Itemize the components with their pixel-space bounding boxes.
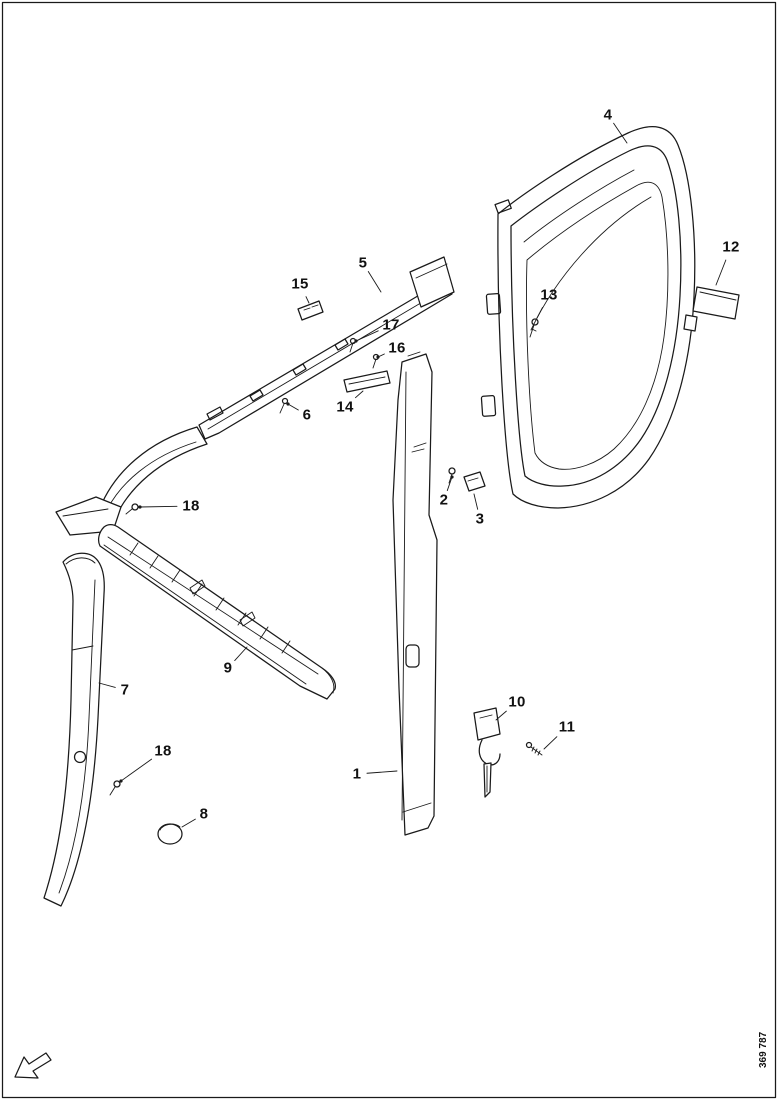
clip-3-part	[463, 471, 486, 492]
leader-line-2	[446, 476, 453, 492]
roof-rail-trim-part	[198, 256, 455, 440]
trim-end-cap	[206, 406, 224, 421]
pillar-slot	[405, 644, 420, 668]
sill-trim-part	[98, 524, 337, 700]
leader-dot-6	[286, 402, 290, 406]
leader-line-9	[234, 646, 248, 662]
leader-line-5	[367, 271, 382, 293]
frame-corner-tab	[494, 199, 512, 214]
trim-hole	[73, 750, 87, 764]
leader-line-7	[98, 682, 116, 688]
leader-line-8	[181, 818, 196, 828]
screw-6-part	[279, 397, 289, 414]
frame-clip-tab	[480, 395, 497, 417]
leader-line-14	[355, 390, 364, 399]
leader-dot-16	[376, 355, 380, 359]
b-pillar-trim-part	[392, 351, 438, 836]
leader-line-12	[715, 259, 727, 286]
trim-end-plate	[409, 256, 455, 308]
leader-line-18	[139, 505, 178, 508]
cap-8-part	[157, 823, 183, 845]
leader-line-10	[495, 710, 507, 721]
frame-clip-tab	[485, 293, 502, 315]
leader-line-13	[536, 306, 543, 319]
corner-cap-part	[55, 496, 122, 536]
leader-line-4	[613, 122, 628, 144]
screw-18b-part	[109, 780, 121, 796]
trim-clip	[249, 389, 264, 402]
screw-18a-part	[125, 503, 139, 515]
trim-clip	[334, 338, 349, 351]
leader-line-17	[355, 330, 379, 342]
leader-line-1	[366, 770, 398, 774]
molding-12-part	[683, 286, 740, 332]
belt-guide-part	[473, 707, 501, 798]
leader-line-3	[473, 493, 479, 510]
direction-arrow-icon	[14, 1052, 52, 1079]
leader-line-15	[305, 296, 310, 304]
rear-window-frame-part	[480, 126, 696, 509]
bracket-14-part	[343, 370, 391, 393]
screw-11-part	[525, 741, 543, 756]
trim-clip	[292, 363, 307, 376]
part-number: 369 787	[758, 1031, 769, 1068]
a-pillar-trim-part	[43, 552, 105, 907]
leader-line-18	[120, 758, 153, 782]
leader-dot-17	[354, 339, 358, 343]
leader-line-11	[543, 736, 558, 750]
leader-line-6	[287, 403, 299, 411]
leader-dot-2	[450, 475, 454, 479]
leader-lines	[98, 122, 727, 828]
screw-13-part	[529, 318, 539, 338]
clip-15-part	[297, 300, 324, 321]
leader-dot-18	[119, 779, 123, 783]
leader-dot-18	[138, 505, 142, 509]
